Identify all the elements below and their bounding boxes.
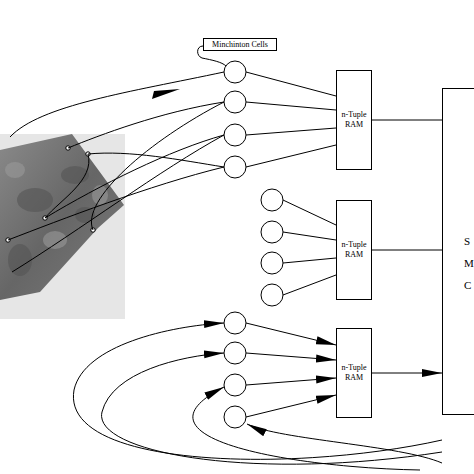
minchinton-cell [224,312,246,428]
minchinton-cell [261,189,283,306]
cell-arrow [246,323,336,417]
ram-box: n-Tuple RAM [336,70,372,170]
classifier-box: S M C [442,88,474,415]
box-text: n-Tuple RAM [337,240,371,260]
connector [372,373,442,374]
sample-point [6,146,95,242]
input-image [0,134,124,300]
image-texture [5,162,108,249]
cell-wire [283,200,336,295]
image-texture [8,166,95,276]
label-box: Minchinton Cells [203,38,277,51]
connector [372,250,442,251]
sample-wire [8,72,224,272]
arrowhead [152,89,180,99]
minchinton-cell [224,61,246,178]
box-text: Minchinton Cells [212,40,268,49]
box-text: n-Tuple RAM [337,110,371,130]
box-text: n-Tuple RAM [337,363,371,383]
ram-box: n-Tuple RAM [336,200,372,300]
cell-wire [246,72,336,167]
image-background [0,134,125,319]
feedback-curve [73,323,442,470]
box-text: S M C [464,230,474,296]
ram-box: n-Tuple RAM [336,328,372,418]
connector [372,120,442,121]
